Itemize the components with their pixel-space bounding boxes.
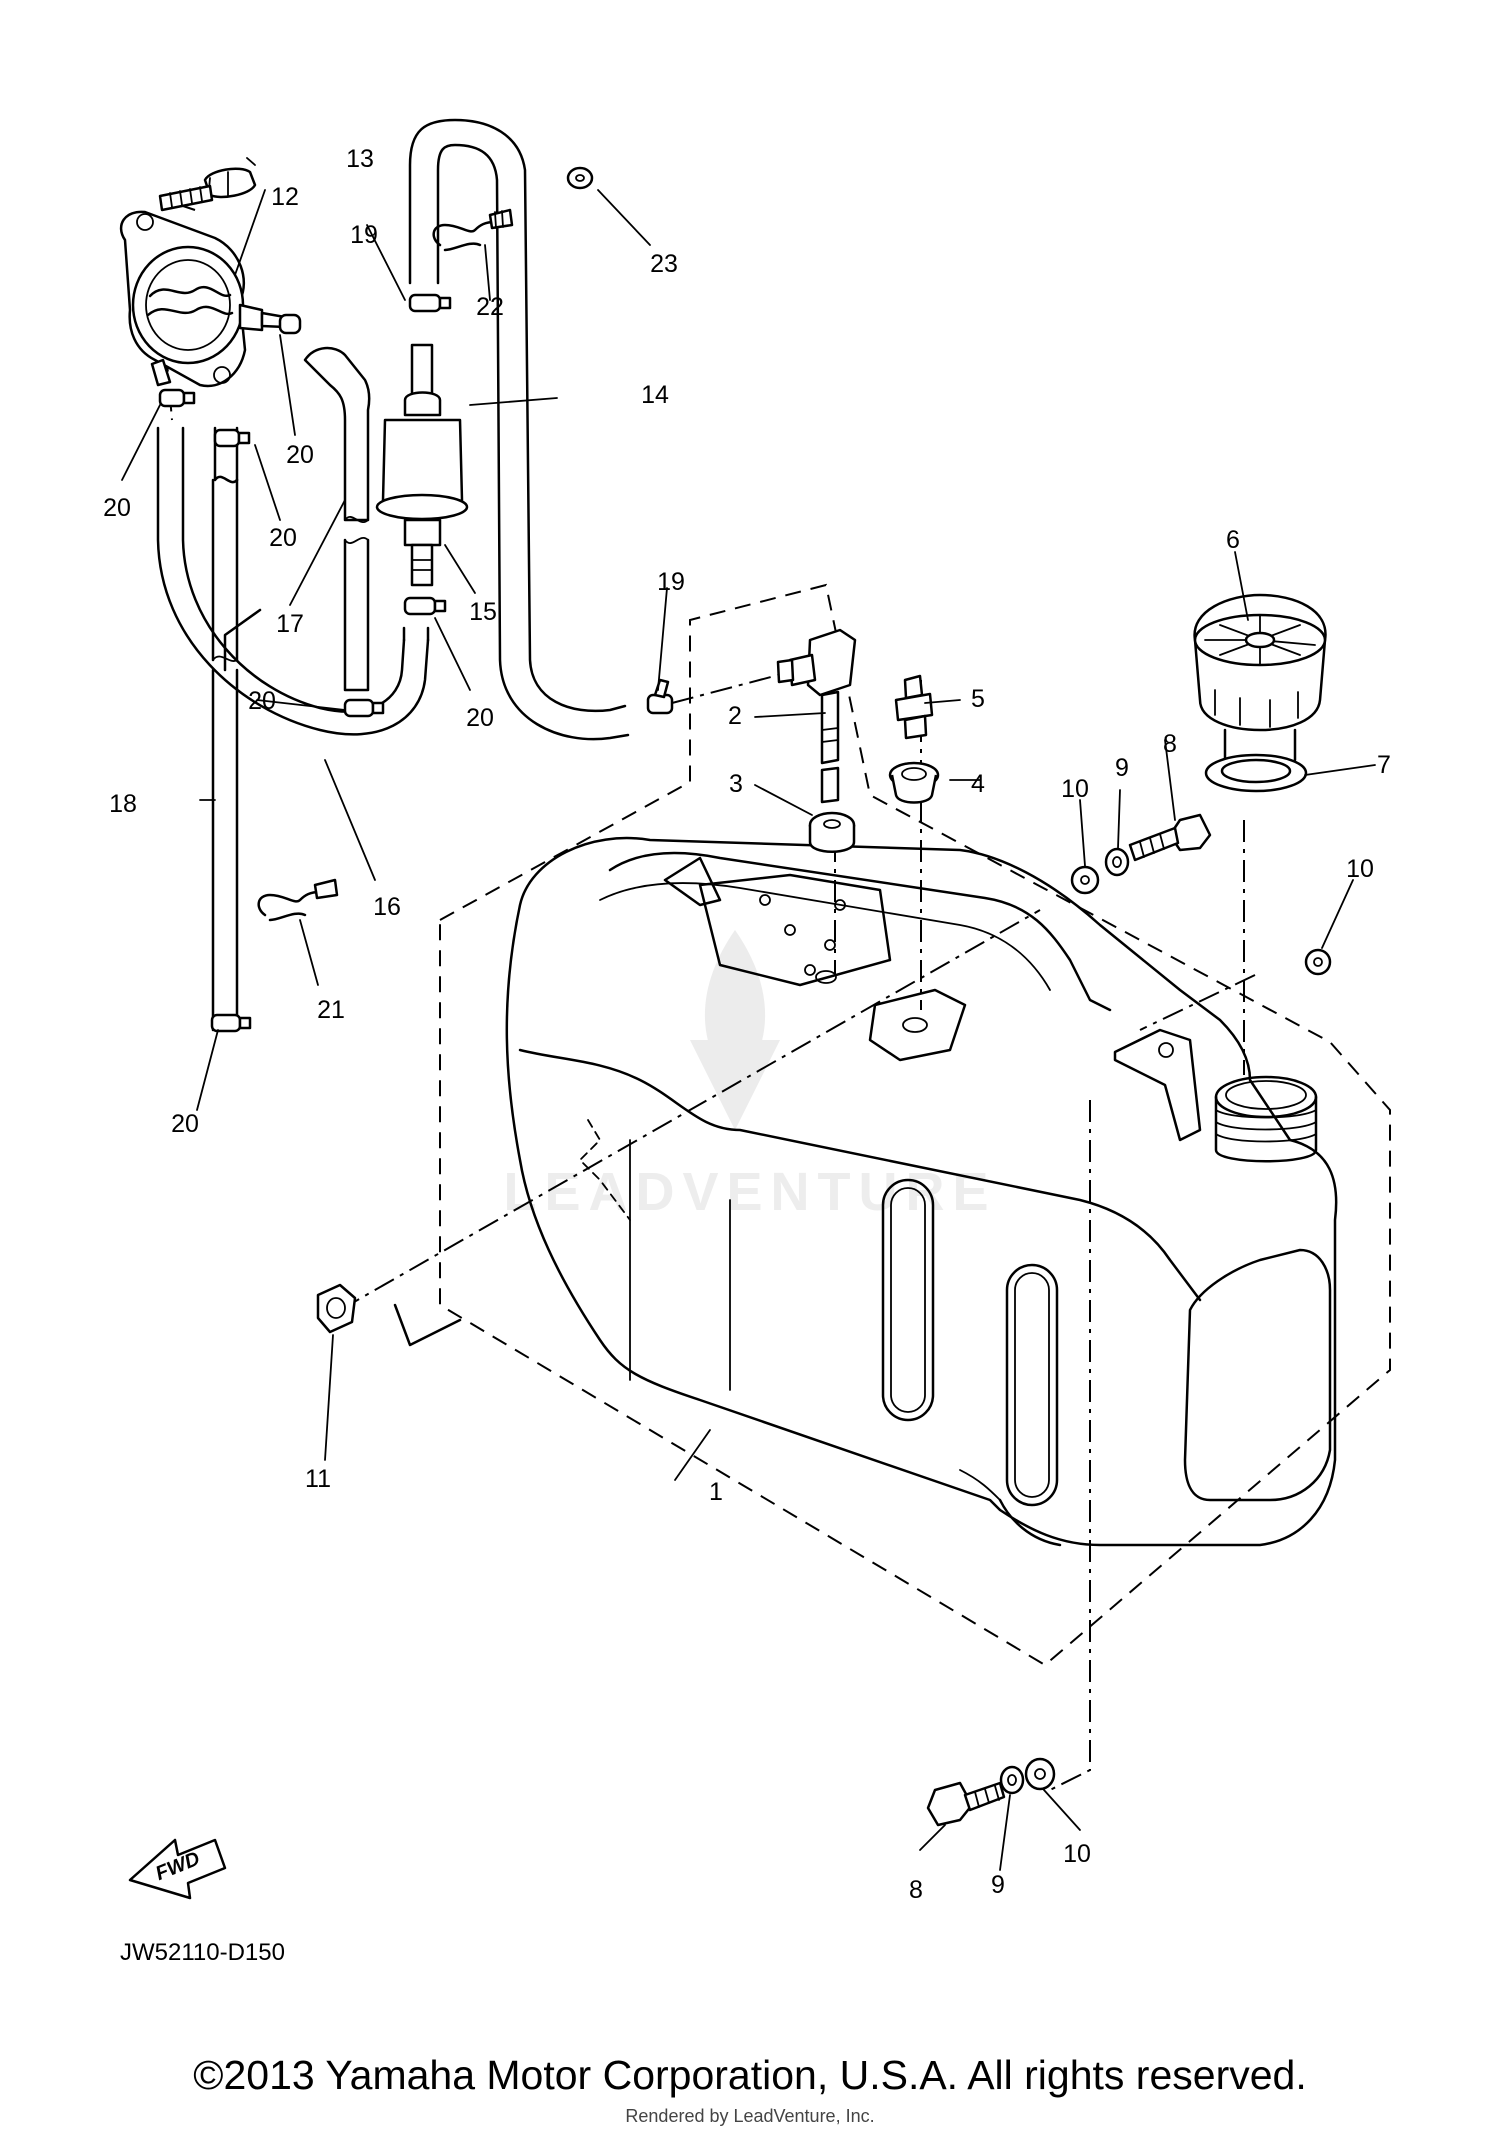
callout-10-bottom: 10 [1063, 1840, 1091, 1868]
pump-bolt [158, 167, 257, 212]
callout-20-e: 20 [466, 704, 494, 732]
callout-20-b: 20 [286, 441, 314, 469]
grommet-3 [808, 811, 856, 853]
nut-11 [316, 1283, 357, 1334]
callout-6: 6 [1226, 526, 1240, 554]
leader-lines [121, 157, 1376, 1871]
hose-clamps [158, 293, 674, 1033]
clamp-19-right [646, 678, 674, 715]
diagram-part-code: JW52110-D150 [120, 1939, 285, 1966]
washer-10-top [1070, 865, 1100, 895]
callout-8-top: 8 [1163, 730, 1177, 758]
fuel-tank [439, 583, 1391, 1667]
callout-11: 11 [305, 1465, 331, 1493]
callout-3: 3 [729, 770, 743, 798]
copyright-notice: ©2013 Yamaha Motor Corporation, U.S.A. A… [193, 2052, 1307, 2098]
clamp-20-e [343, 698, 385, 718]
watermark-text: LEADVENTURE [503, 1162, 996, 1222]
hose-18 [211, 478, 262, 1032]
clamp-19-top [408, 293, 452, 313]
callout-15: 15 [469, 598, 497, 626]
clamp-20-b [213, 428, 251, 448]
grommet-4 [888, 761, 940, 804]
callout-20-d: 20 [248, 687, 276, 715]
rendered-by-notice: Rendered by LeadVenture, Inc. [625, 2106, 875, 2126]
hose-16 [156, 426, 430, 736]
callout-8-bottom: 8 [909, 1876, 923, 1904]
clamp-20-d [403, 596, 447, 616]
callout-18: 18 [109, 790, 137, 818]
callout-10-right: 10 [1346, 855, 1374, 883]
fuel-cap [1193, 593, 1327, 769]
alignment-lines [158, 204, 1256, 1791]
callout-19-top: 19 [350, 221, 378, 249]
seal-7 [1204, 753, 1308, 793]
lockwasher-9-bottom [999, 1765, 1025, 1795]
callout-10-top: 10 [1061, 775, 1089, 803]
washer-10-bottom [1024, 1757, 1056, 1791]
callout-13: 13 [346, 145, 374, 173]
callout-5: 5 [971, 685, 985, 713]
callout-2: 2 [728, 702, 742, 730]
callout-12: 12 [271, 183, 299, 211]
hose-17 [303, 346, 371, 692]
callout-labels: 1 2 3 4 5 6 7 8 8 9 9 10 10 10 11 12 13 … [103, 145, 1391, 1904]
bolt-8-top [1128, 813, 1212, 862]
callout-9-bottom: 9 [991, 1871, 1005, 1899]
lockwasher-9-top [1104, 847, 1130, 877]
fuel-pickup [776, 628, 857, 804]
callout-20-c: 20 [269, 524, 297, 552]
callout-20-a: 20 [103, 494, 131, 522]
hose-14 [408, 118, 630, 741]
callout-19-right: 19 [657, 568, 685, 596]
callout-21: 21 [317, 996, 345, 1024]
callout-23: 23 [650, 250, 678, 278]
clamp-20-f [210, 1013, 252, 1033]
callout-16: 16 [373, 893, 401, 921]
callout-9-top: 9 [1115, 754, 1129, 782]
fuel-filter [375, 343, 469, 587]
clip-22 [432, 208, 514, 252]
watermark: LEADVENTURE [503, 930, 996, 1222]
forward-arrow-icon: FWD [128, 1838, 227, 1900]
fuel-pump [119, 210, 287, 388]
clamp-20-a [158, 388, 196, 408]
bolt-8-bottom [926, 1781, 1006, 1827]
washer-23 [566, 166, 594, 190]
washer-10-right [1304, 948, 1332, 976]
fitting-5 [894, 674, 934, 740]
callout-4: 4 [971, 770, 985, 798]
callout-20-f: 20 [171, 1110, 199, 1138]
clamp-20-c [278, 313, 302, 335]
callout-7: 7 [1377, 751, 1391, 779]
callout-1: 1 [709, 1478, 723, 1506]
clip-21 [257, 878, 339, 922]
callout-17: 17 [276, 610, 304, 638]
callout-14: 14 [641, 381, 669, 409]
callout-22: 22 [476, 293, 504, 321]
